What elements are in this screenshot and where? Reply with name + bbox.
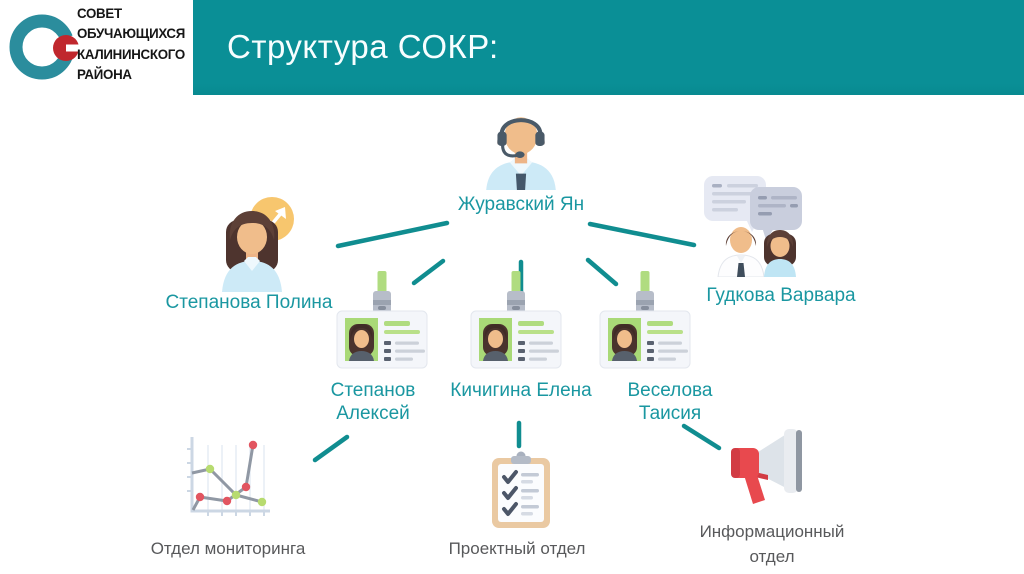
page-title: Структура СОКР: — [227, 28, 499, 65]
megaphone-icon — [726, 427, 814, 505]
logo: СОВЕТ ОБУЧАЮЩИХСЯ КАЛИНИНСКОГО РАЙОНА — [0, 0, 193, 95]
manager-name-label: Кичигина Елена — [450, 380, 592, 401]
logo-text-line: КАЛИНИНСКОГО — [77, 45, 185, 62]
clipboard-icon — [490, 450, 552, 530]
line-chart-icon — [186, 435, 274, 519]
people-chat-icon — [702, 170, 804, 277]
logo-text-line: СОВЕТ — [77, 5, 122, 21]
woman-growth-chart-icon — [202, 194, 302, 292]
id-badge-icon — [470, 271, 562, 369]
deputy-name-label: Гудкова Варвара — [706, 285, 856, 306]
leader-name-label: Журавский Ян — [457, 194, 585, 215]
person-headset-icon — [478, 104, 564, 190]
logo-text-line: ОБУЧАЮЩИХСЯ — [77, 25, 186, 42]
deputy-name-label: Степанова Полина — [165, 292, 333, 313]
id-badge-icon — [336, 271, 428, 369]
department-name-label: Информационный отдел — [699, 522, 845, 566]
header-bar: Структура СОКР: — [193, 0, 1024, 95]
id-badge-icon — [599, 271, 691, 369]
manager-name-label: Степанов Алексей — [330, 380, 416, 424]
department-name-label: Проектный отдел — [448, 539, 586, 558]
manager-name-label: Веселова Таисия — [627, 380, 713, 424]
logo-text-line: РАЙОНА — [77, 65, 132, 82]
department-name-label: Отдел мониторинга — [150, 539, 306, 558]
logo-text: СОВЕТ ОБУЧАЮЩИХСЯ КАЛИНИНСКОГО РАЙОНА — [77, 3, 191, 84]
council-logo-icon — [9, 14, 82, 80]
